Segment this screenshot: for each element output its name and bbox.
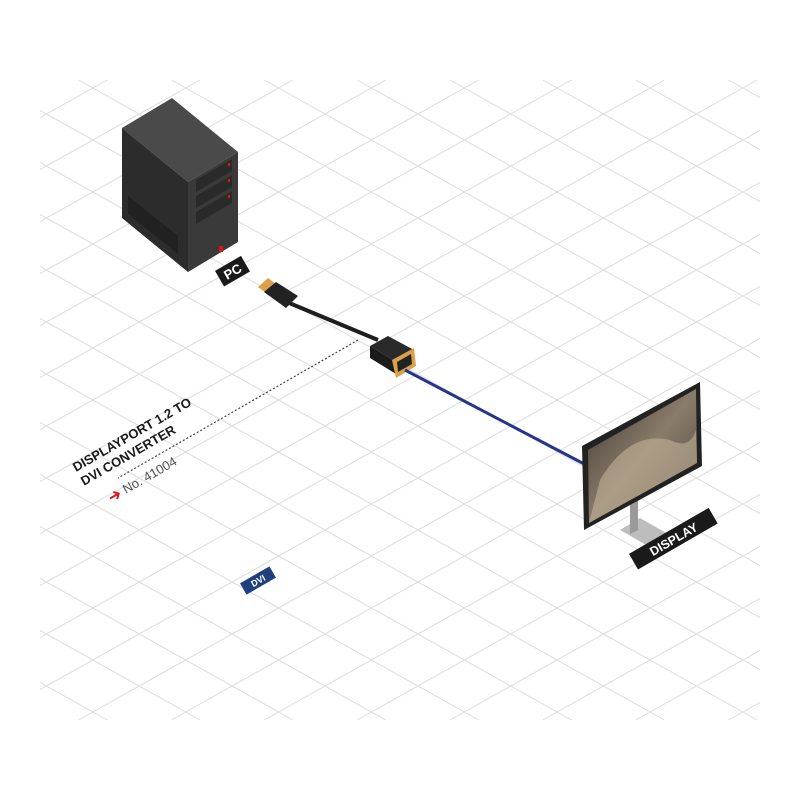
grid-line <box>39 681 108 721</box>
grid-line <box>542 597 761 721</box>
dp-connector-gold-icon <box>258 278 276 293</box>
grid-line <box>39 525 386 721</box>
grid-line <box>542 79 761 203</box>
grid-line <box>39 79 665 431</box>
grid-line <box>78 337 761 721</box>
grid-line <box>39 79 479 327</box>
displayport-cable <box>258 278 379 342</box>
dp-connector-icon <box>264 282 298 308</box>
dvi-cable <box>404 368 589 468</box>
floor-grid <box>39 79 761 721</box>
arrow-right-icon <box>109 491 120 500</box>
grid-line <box>39 79 758 483</box>
pc-tower <box>122 98 238 272</box>
grid-line <box>39 79 108 119</box>
grid-line <box>39 629 201 721</box>
grid-line <box>635 79 761 151</box>
grid-line <box>39 473 479 721</box>
grid-line <box>356 79 761 307</box>
grid-line <box>39 285 761 691</box>
grid-line <box>728 701 761 721</box>
grid-line <box>39 577 294 721</box>
grid-line <box>39 129 761 535</box>
grid-line <box>39 79 201 171</box>
grid-line <box>264 79 761 359</box>
grid-line <box>39 369 665 721</box>
grid-line <box>39 79 572 379</box>
grid-line <box>39 233 761 639</box>
grid-line <box>39 181 761 587</box>
leader-line <box>117 339 359 479</box>
grid-line <box>728 79 761 99</box>
grid-line <box>635 649 761 721</box>
drive-bays-icon <box>196 159 232 224</box>
power-button-icon <box>219 246 223 252</box>
monitor <box>582 382 702 546</box>
dvi-adapter <box>370 336 416 378</box>
grid-line <box>39 265 761 671</box>
grid-line <box>264 441 761 721</box>
grid-line <box>171 79 761 411</box>
grid-line <box>39 317 758 721</box>
grid-line <box>449 545 761 721</box>
grid-line <box>449 79 761 255</box>
pc-label-badge: PC <box>215 255 250 287</box>
dvi-badge: DVI <box>240 566 276 595</box>
vent-grille-icon <box>128 196 178 254</box>
